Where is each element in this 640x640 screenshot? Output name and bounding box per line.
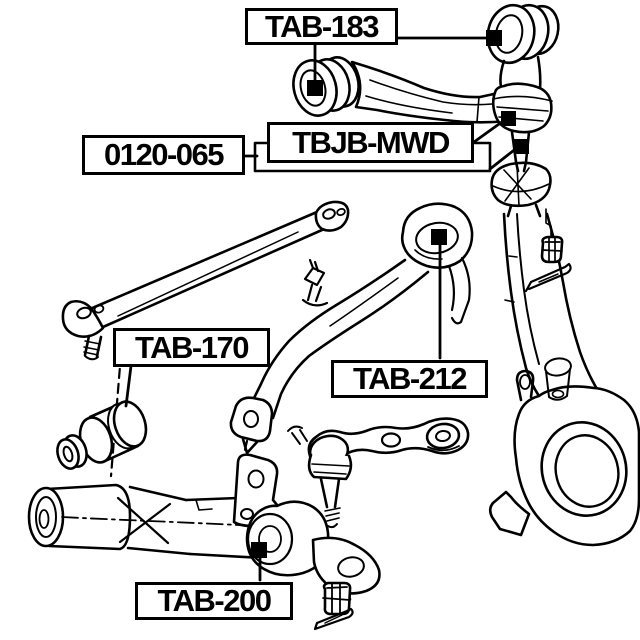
callout-marker — [251, 542, 267, 558]
callout-markers — [251, 30, 529, 558]
knuckle-castle-nut — [540, 235, 564, 264]
knuckle-cotter-pin — [524, 262, 572, 293]
knuckle-boss — [544, 357, 572, 401]
leader-lines — [124, 36, 520, 582]
callout-marker — [514, 139, 529, 154]
lower-ball-joint — [287, 417, 470, 529]
strut-rod — [61, 200, 350, 361]
ball-joint-stud — [319, 477, 341, 509]
knuckle-balljoint-cup — [490, 161, 552, 208]
lower-control-arm — [27, 453, 381, 601]
callout-tab-183: TAB-183 — [245, 8, 398, 45]
callout-tbjb-mwd: TBJB-MWD — [267, 122, 474, 163]
tension-rod-bolt — [301, 258, 329, 307]
callout-0120-065: 0120-065 — [82, 135, 245, 175]
balljoint-cotter-pin — [313, 607, 354, 631]
leader-line — [124, 364, 133, 408]
upper-control-arm — [292, 3, 560, 173]
callout-marker — [486, 30, 502, 46]
leader-line — [488, 145, 520, 171]
leader-line — [472, 117, 508, 144]
nut-leader-line — [545, 208, 552, 238]
callout-marker — [307, 80, 323, 96]
steering-knuckle — [488, 161, 640, 547]
callout-marker — [501, 111, 516, 126]
arm-centerline — [61, 516, 259, 527]
callout-marker — [431, 229, 447, 245]
balljoint-castle-nut — [322, 581, 352, 616]
strut-rod-bushing-tab170 — [56, 400, 148, 470]
grease-fitting — [287, 425, 308, 445]
lower-arm-rear-bushing — [245, 500, 330, 577]
callout-tab-212: TAB-212 — [331, 360, 488, 398]
upper-arm-rear-bushing — [486, 3, 560, 65]
callout-tab-170: TAB-170 — [113, 328, 270, 367]
callout-tab-200: TAB-200 — [135, 582, 293, 620]
